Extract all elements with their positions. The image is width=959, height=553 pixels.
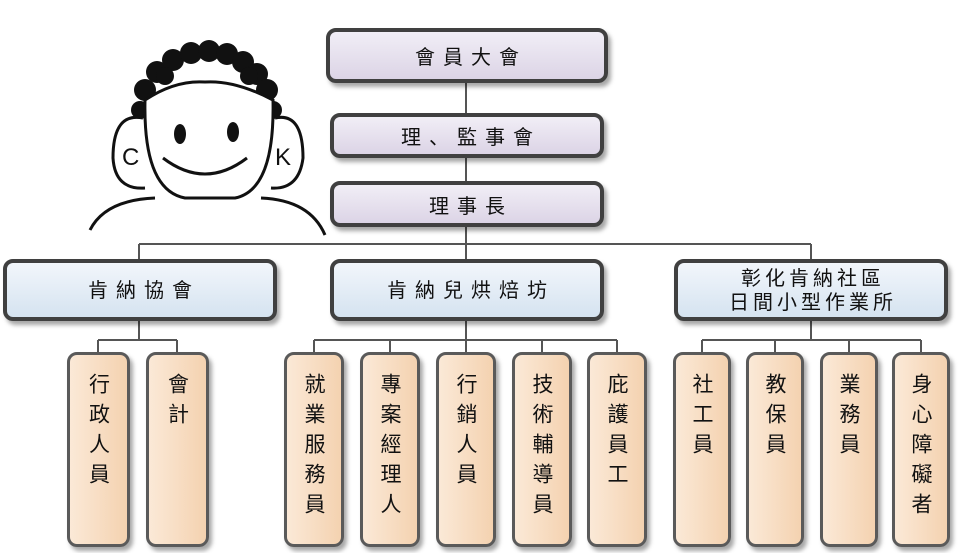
branch-changhua-day-workshop: 彰化肯納社區 日間小型作業所 [674, 259, 948, 321]
role-label: 庇護員工 [605, 373, 629, 493]
role-box: 庇護員工 [587, 352, 647, 547]
mascot-letter-c: C [122, 144, 139, 171]
role-box: 專案經理人 [360, 352, 420, 547]
general-assembly-box: 會員大會 [326, 28, 608, 83]
role-label: 教保員 [763, 373, 787, 463]
role-box: 業務員 [820, 352, 878, 547]
role-label: 專案經理人 [378, 373, 402, 523]
role-label: 社工員 [690, 373, 714, 463]
role-label: 技術輔導員 [530, 373, 554, 523]
chairman-box: 理事長 [330, 181, 604, 227]
branch-label: 肯納協會 [88, 278, 200, 302]
role-label: 身心障礙者 [909, 373, 933, 523]
role-box: 教保員 [746, 352, 804, 547]
role-label: 行政人員 [86, 373, 111, 493]
role-label: 行銷人員 [454, 373, 478, 493]
role-box: 技術輔導員 [512, 352, 572, 547]
general-assembly-label: 會員大會 [415, 45, 527, 69]
role-box: 社工員 [673, 352, 731, 547]
role-label: 業務員 [837, 373, 861, 463]
board-box: 理、監事會 [330, 113, 604, 158]
branch-label: 彰化肯納社區 日間小型作業所 [729, 266, 897, 314]
mascot-face-illustration: C K [88, 40, 327, 236]
branch-kanner-association: 肯納協會 [3, 259, 277, 321]
role-box: 行政人員 [67, 352, 130, 547]
mascot-letter-k: K [275, 144, 291, 171]
branch-label: 肯納兒烘焙坊 [387, 278, 555, 302]
role-label: 會計 [165, 373, 190, 433]
board-label: 理、監事會 [401, 125, 541, 149]
role-box: 身心障礙者 [892, 352, 950, 547]
chairman-label: 理事長 [429, 193, 513, 218]
role-box: 行銷人員 [436, 352, 496, 547]
role-box: 會計 [146, 352, 209, 547]
role-box: 就業服務員 [284, 352, 344, 547]
branch-kanner-bakery: 肯納兒烘焙坊 [330, 259, 604, 321]
role-label: 就業服務員 [302, 373, 326, 523]
